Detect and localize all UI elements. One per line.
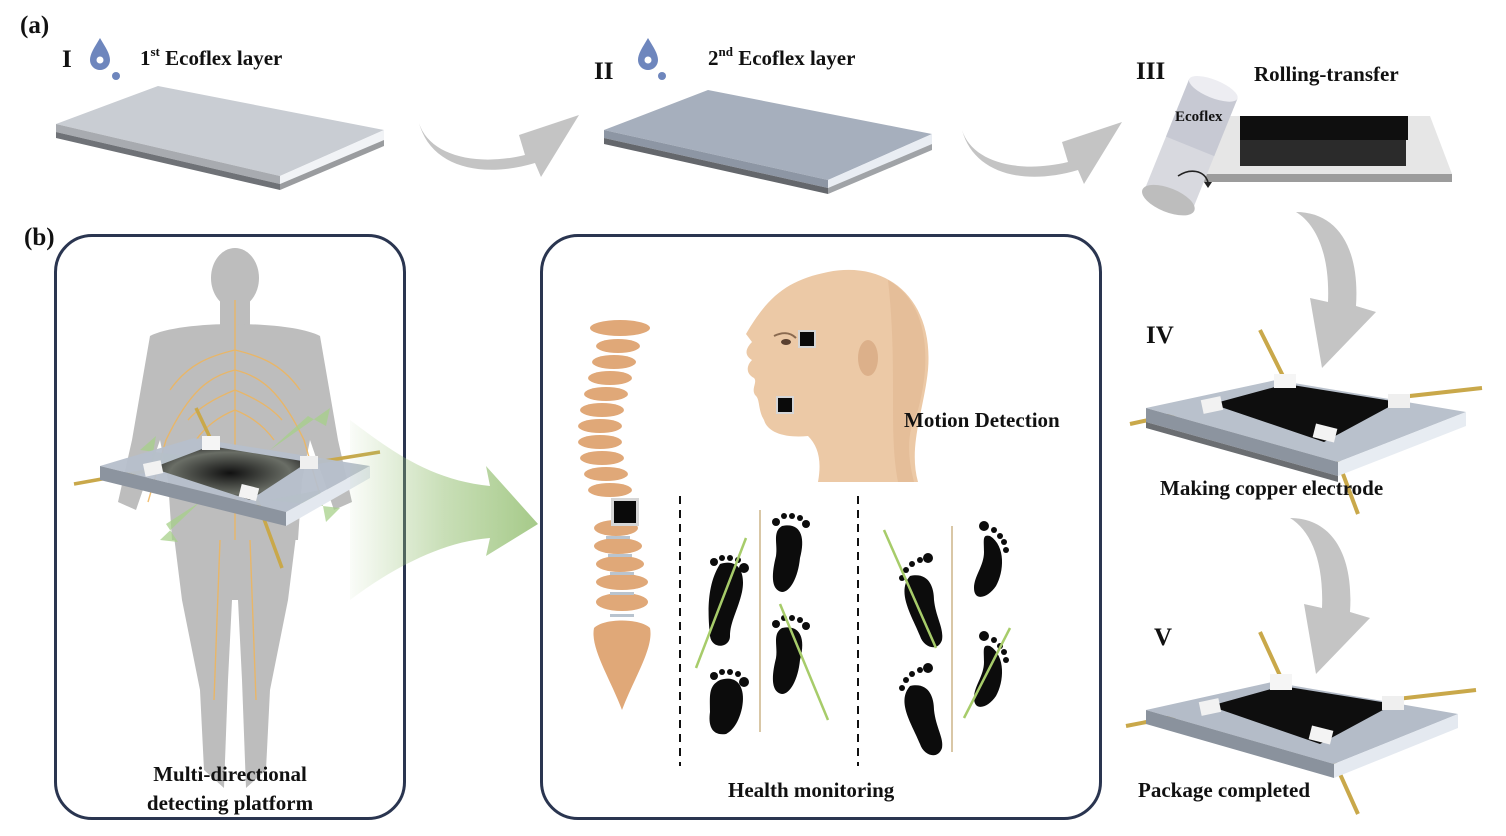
curved-arrow-right — [962, 122, 1122, 184]
step-3-title: Rolling-transfer — [1254, 62, 1399, 86]
droplet-icon — [638, 38, 666, 80]
panel-b-tag: (b) — [24, 224, 55, 251]
copper-electrode-sensor — [1129, 329, 1483, 515]
roller-ecoflex-label: Ecoflex — [1175, 109, 1223, 125]
health-monitoring-label: Health monitoring — [728, 778, 895, 802]
head-profile-illustration — [746, 269, 929, 482]
footprints-abnormal-gait — [882, 521, 1012, 756]
first-ecoflex-layer-slab — [56, 86, 384, 190]
step-5-number: V — [1154, 624, 1173, 651]
step-4-number: IV — [1146, 322, 1174, 349]
droplet-icon — [90, 38, 120, 80]
detecting-platform-caption: Multi-directional detecting platform — [100, 760, 360, 818]
human-body-silhouette — [73, 248, 381, 788]
curved-arrow-right — [419, 115, 579, 177]
cheek-sensor — [800, 332, 814, 346]
spine-illustration — [578, 320, 651, 710]
caption-line-1: Multi-directional — [153, 762, 307, 786]
step-3-number: III — [1136, 58, 1166, 85]
spine-sensor — [614, 501, 636, 523]
gait-dividers — [679, 496, 859, 766]
packaged-sensor — [1125, 631, 1477, 815]
panel-a-tag: (a) — [20, 12, 50, 39]
curved-arrow-down — [1296, 212, 1376, 368]
jaw-sensor — [778, 398, 792, 412]
footprints-normal-gait — [694, 510, 830, 735]
rolling-transfer-illustration — [1142, 76, 1452, 216]
step-2-title: 2nd Ecoflex layer — [708, 44, 856, 70]
step-1-title: 1st Ecoflex layer — [140, 44, 283, 70]
second-ecoflex-layer-slab — [604, 90, 932, 194]
step-4-caption: Making copper electrode — [1160, 476, 1384, 500]
step-1-number: I — [62, 46, 72, 73]
step-5-caption: Package completed — [1138, 778, 1311, 802]
applications-box — [540, 234, 1102, 820]
curved-arrow-down — [1290, 518, 1370, 674]
caption-line-2: detecting platform — [146, 791, 314, 815]
green-transition-arrow — [350, 420, 538, 600]
motion-detection-label: Motion Detection — [904, 408, 1060, 432]
step-2-number: II — [594, 58, 614, 85]
